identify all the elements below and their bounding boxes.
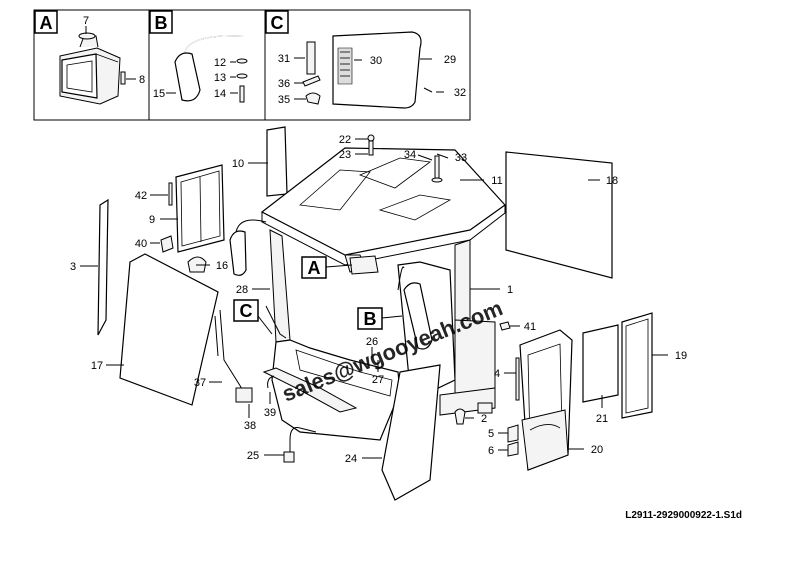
- detail-letter-a: A: [40, 13, 53, 33]
- part-17-side-glass: [119, 253, 219, 406]
- part-25-handrail: [289, 427, 317, 441]
- callout-letter-b: B: [364, 309, 377, 329]
- label-29: 29: [444, 54, 456, 66]
- label-25: 25: [247, 450, 259, 462]
- part-3-glass-strip: [97, 198, 109, 336]
- label-17: 17: [91, 360, 103, 372]
- label-19: 19: [675, 350, 687, 362]
- label-21: 21: [596, 413, 608, 425]
- callout-letter-a: A: [308, 258, 321, 278]
- mirror-illustration: [174, 35, 248, 103]
- label-18: 18: [606, 175, 618, 187]
- label-42: 42: [135, 190, 147, 202]
- label-31: 31: [278, 53, 290, 65]
- part-33-stud: [434, 155, 440, 179]
- label-30: 30: [370, 55, 382, 67]
- label-8: 8: [139, 74, 145, 86]
- label-9: 9: [149, 214, 155, 226]
- label-10: 10: [232, 158, 244, 170]
- mirror-left: [229, 230, 247, 276]
- mirror-right: [403, 282, 433, 350]
- label-6: 6: [488, 445, 494, 457]
- label-39: 39: [264, 407, 276, 419]
- label-37: 37: [194, 377, 206, 389]
- label-36: 36: [278, 78, 290, 90]
- part-40-bracket: [160, 235, 174, 253]
- part-10-upper-glass: [266, 126, 288, 197]
- detail-letter-b: B: [155, 13, 168, 33]
- callout-c: C: [233, 299, 273, 335]
- callout-letter-c: C: [240, 301, 253, 321]
- callout-a: A: [301, 256, 353, 279]
- label-22: 22: [339, 134, 351, 146]
- detail-box-b: B 12 13 14 15: [149, 10, 248, 103]
- label-5: 5: [488, 428, 494, 440]
- label-34: 34: [404, 149, 416, 161]
- part-9-window-frame: [175, 164, 225, 253]
- label-23: 23: [339, 149, 351, 161]
- part-22-bolt: [367, 134, 375, 142]
- label-33: 33: [455, 152, 467, 164]
- label-13: 13: [214, 72, 226, 84]
- label-15: 15: [153, 88, 165, 100]
- work-lamp-illustration: [59, 32, 126, 105]
- label-14: 14: [214, 88, 226, 100]
- detail-box-a: A 7 8: [34, 10, 145, 105]
- part-21-glass: [582, 324, 619, 403]
- label-40: 40: [135, 238, 147, 250]
- drawing-code: L2911-2929000922-1.S1d: [625, 510, 742, 521]
- label-35: 35: [278, 94, 290, 106]
- detail-panel: A 7 8 B: [33, 9, 471, 121]
- label-16: 16: [216, 260, 228, 272]
- part-42-rod: [168, 182, 173, 206]
- label-20: 20: [591, 444, 603, 456]
- label-3: 3: [70, 261, 76, 273]
- label-24: 24: [345, 453, 357, 465]
- part-23-stud: [368, 140, 374, 156]
- label-41: 41: [524, 321, 536, 333]
- detail-box-c: C 31 30 29 36 35: [265, 10, 466, 109]
- part-18-glass-panel: [505, 151, 613, 279]
- cab-assembly: [97, 126, 653, 501]
- window-seal-illustration: [302, 31, 433, 109]
- work-lamp-front: [349, 255, 379, 275]
- part-37-wiper-arm: [219, 309, 249, 399]
- part-41-clip: [499, 321, 511, 331]
- label-28: 28: [236, 284, 248, 296]
- part-24-windshield: [381, 364, 441, 501]
- part-19-window-frame: [621, 312, 653, 419]
- part-labels: 1 2 3 4 5 6 9 10 11 16 17 18 19 20 21 22: [70, 134, 687, 465]
- part-6-hinge: [507, 441, 519, 457]
- label-38: 38: [244, 420, 256, 432]
- part-11-roof: [260, 147, 506, 256]
- part-2-fitting: [454, 408, 466, 425]
- detail-letter-c: C: [271, 13, 284, 33]
- label-7: 7: [83, 15, 89, 27]
- part-5-hinge: [507, 424, 519, 443]
- label-32: 32: [454, 87, 466, 99]
- label-27: 27: [372, 374, 384, 386]
- label-12: 12: [214, 57, 226, 69]
- callout-b: B: [357, 307, 403, 330]
- label-2: 2: [481, 413, 487, 425]
- part-4-rod: [515, 357, 520, 401]
- label-1: 1: [507, 284, 513, 296]
- label-11: 11: [491, 175, 502, 187]
- label-4: 4: [494, 368, 500, 380]
- label-26: 26: [366, 336, 378, 348]
